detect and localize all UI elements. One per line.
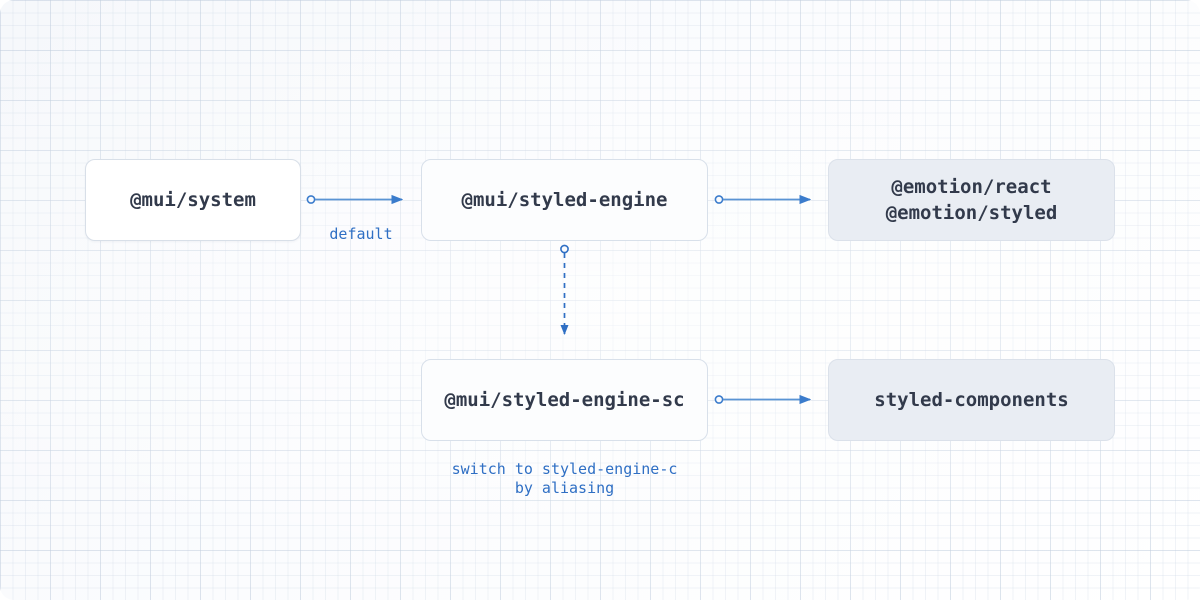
connector-styled-engine-to-emotion xyxy=(714,194,812,205)
connector-styled-engine-to-sc-dashed xyxy=(560,244,569,336)
node-emotion-packages[interactable]: @emotion/react @emotion/styled xyxy=(828,159,1115,241)
edge-label-switch-by-aliasing: switch to styled-engine-c by aliasing xyxy=(451,460,678,497)
node-mui-system[interactable]: @mui/system xyxy=(85,159,301,241)
node-mui-styled-engine[interactable]: @mui/styled-engine xyxy=(421,159,708,241)
edge-label-default: default xyxy=(329,225,393,243)
node-mui-styled-engine-sc[interactable]: @mui/styled-engine-sc xyxy=(421,359,708,441)
node-styled-components[interactable]: styled-components xyxy=(828,359,1115,441)
connector-sc-to-styled-components xyxy=(714,394,812,405)
connector-system-to-styled-engine xyxy=(306,194,404,205)
